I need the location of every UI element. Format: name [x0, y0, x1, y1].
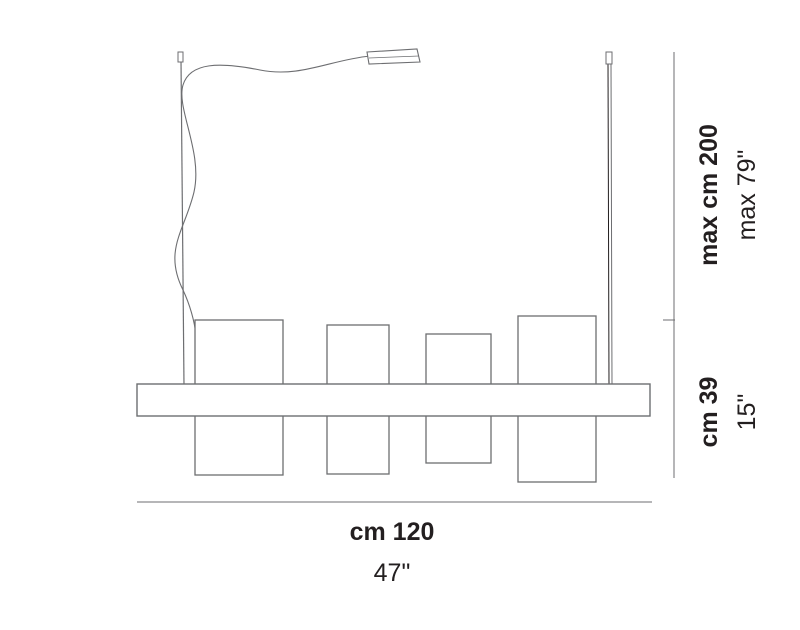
- ceiling-canopy-edge: [368, 55, 420, 59]
- left-cable-straight: [180, 59, 185, 387]
- suspension-metric-label: max cm 200: [695, 124, 723, 266]
- right-cable-line-b: [610, 61, 613, 387]
- height-metric-label: cm 39: [695, 377, 723, 448]
- width-imperial-label: 47": [374, 559, 411, 587]
- power-cord: [174, 55, 371, 389]
- lamp-bar: [136, 383, 651, 417]
- right-cable-clamp: [605, 51, 613, 65]
- width-metric-label: cm 120: [350, 518, 435, 546]
- ceiling-canopy: [366, 48, 421, 65]
- height-imperial-label: 15": [733, 394, 761, 431]
- suspension-imperial-label: max 79": [733, 150, 761, 241]
- right-cable-line-a: [607, 61, 610, 387]
- left-cable-clamp: [177, 51, 184, 63]
